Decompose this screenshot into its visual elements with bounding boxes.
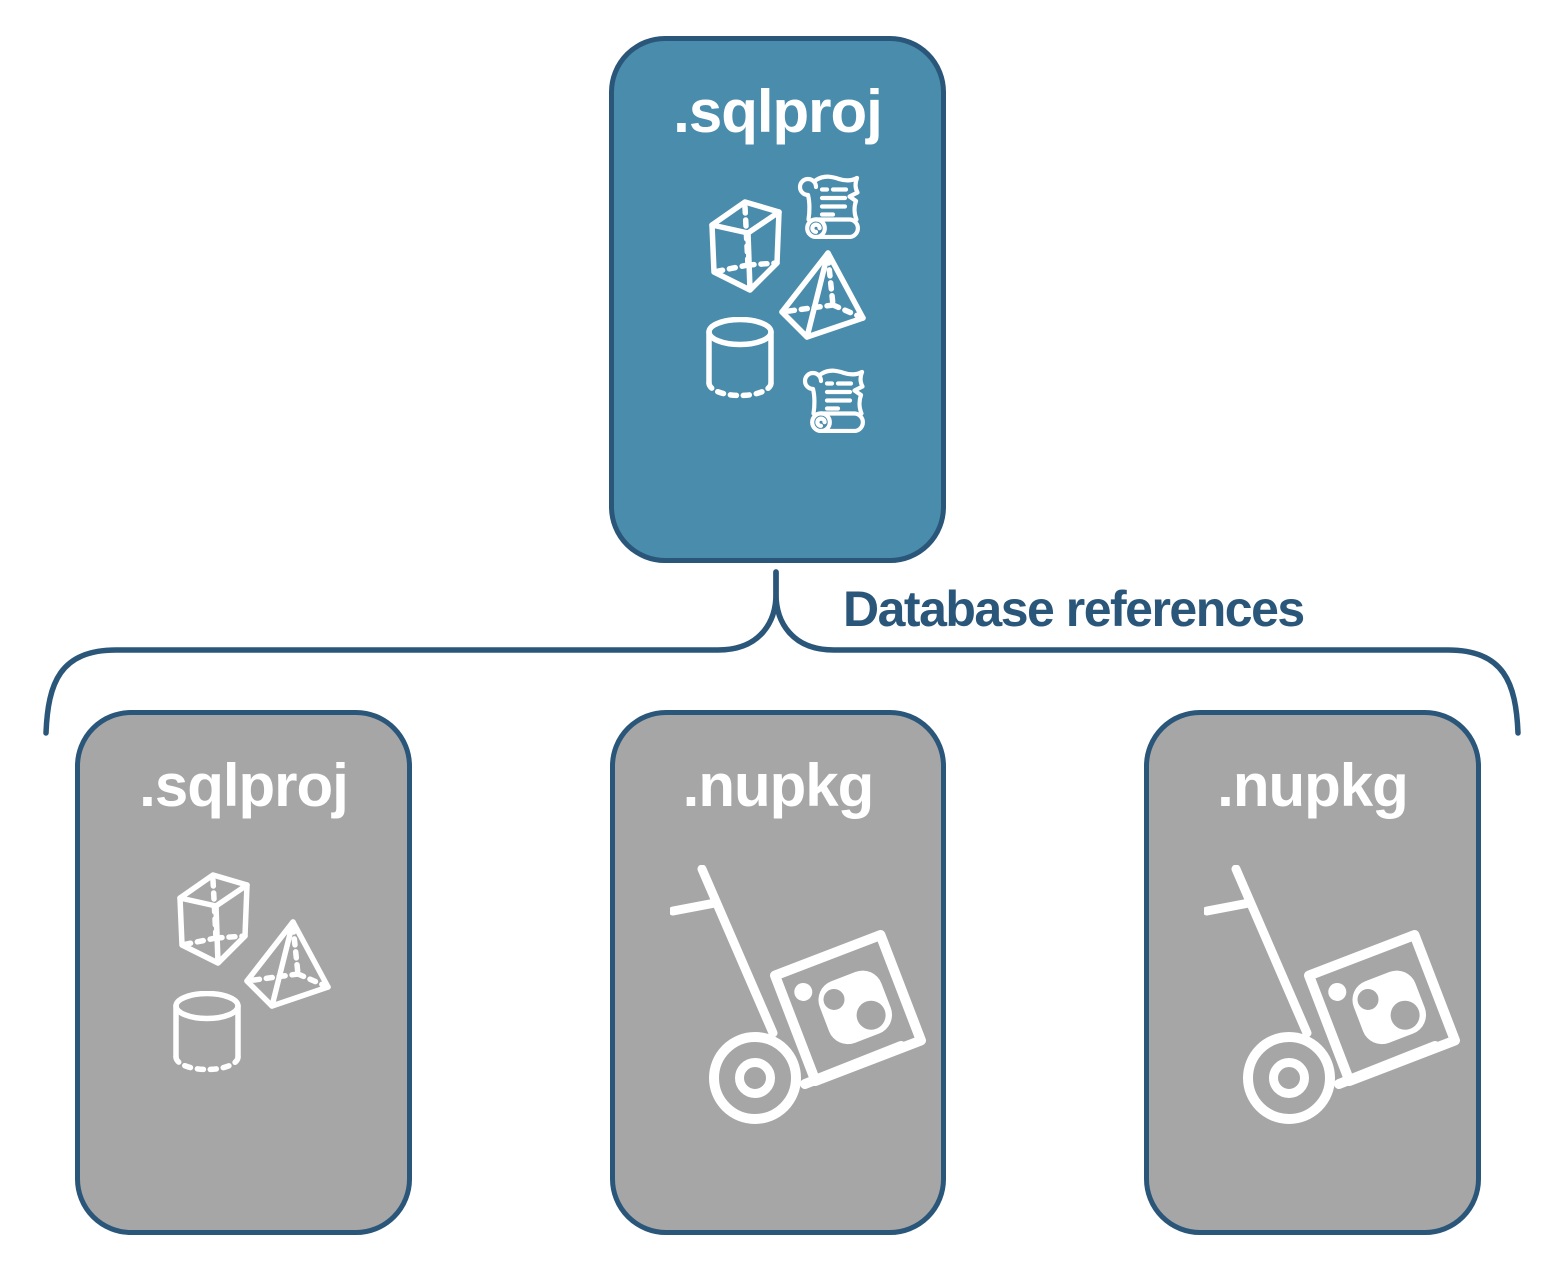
cylinder-icon	[172, 991, 242, 1073]
nuget-package-icon	[1204, 865, 1474, 1135]
node-title: .sqlproj	[673, 78, 883, 145]
node-child-sqlproj: .sqlproj	[75, 710, 412, 1235]
node-child-nupkg-2: .nupkg	[1144, 710, 1481, 1235]
connector-label: Database references	[843, 581, 1305, 637]
pyramid-icon	[772, 243, 884, 343]
cylinder-icon	[705, 317, 775, 399]
pyramid-icon	[237, 912, 349, 1012]
node-root-sqlproj: .sqlproj	[609, 36, 946, 563]
node-title: .nupkg	[1217, 752, 1409, 819]
node-title: .sqlproj	[139, 752, 349, 819]
sql-script-icon	[800, 365, 868, 433]
node-child-nupkg-1: .nupkg	[610, 710, 946, 1235]
sql-script-icon	[795, 171, 863, 239]
nuget-package-icon	[670, 865, 940, 1135]
node-title: .nupkg	[682, 752, 875, 819]
